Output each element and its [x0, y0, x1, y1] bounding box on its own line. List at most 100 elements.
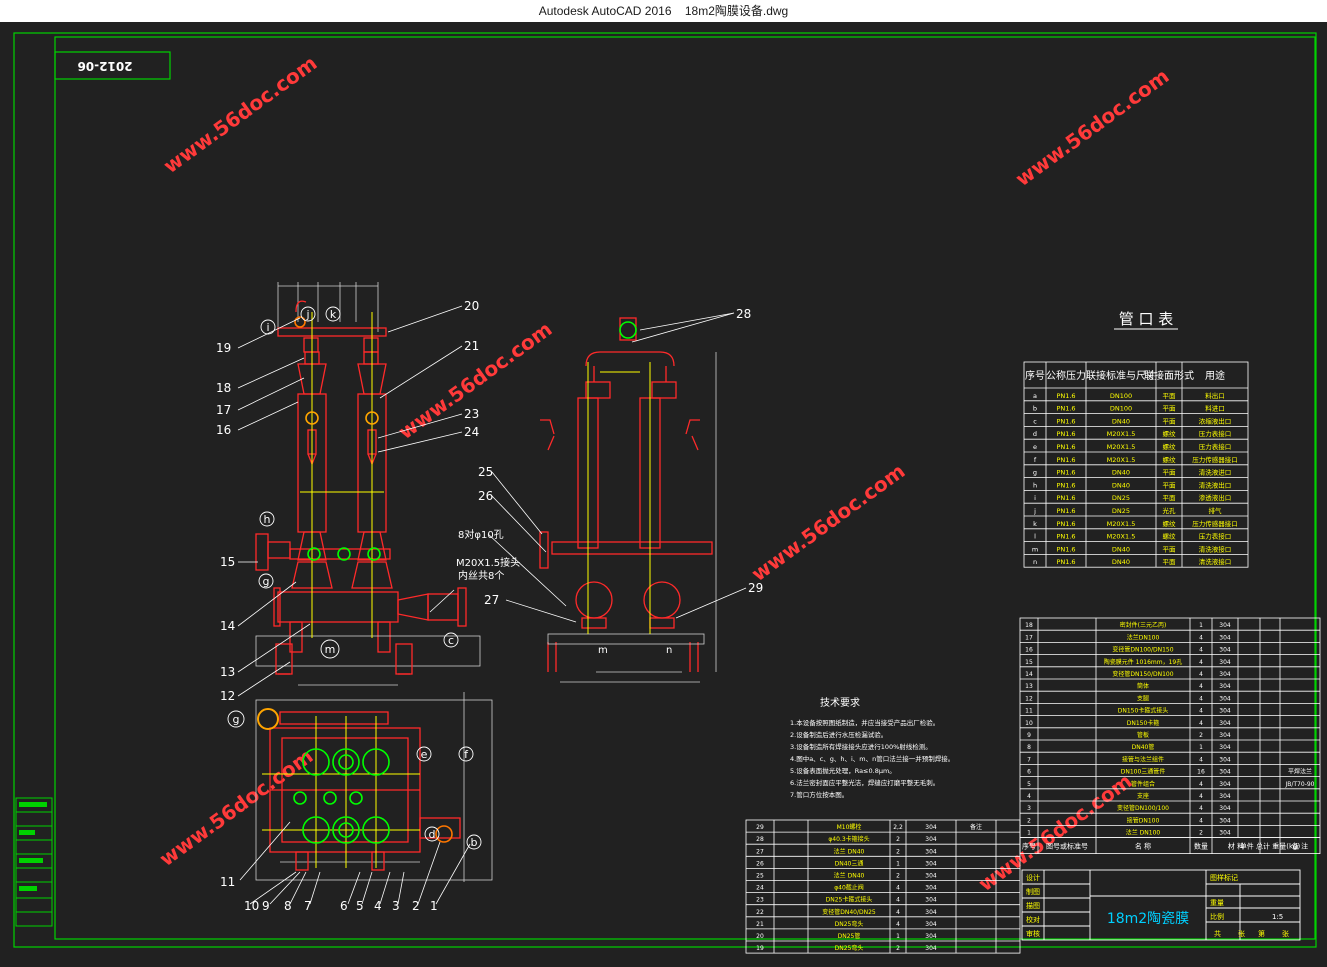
bomu-grid-cell-8-4: 304	[1219, 720, 1231, 727]
boml-grid-cell-8-3: 4	[896, 921, 900, 928]
bomu-grid-cell-7-4: 304	[1219, 708, 1231, 715]
nozzle-grid-cell-0-1: PN1.6	[1056, 392, 1075, 400]
bomu-grid-cell-13-0: 5	[1027, 781, 1031, 788]
boml-grid-cell-0-4: 304	[925, 824, 937, 831]
nozzle-grid-cell-9-3: 光孔	[1163, 506, 1177, 515]
nozzle-grid-cell-0-2: DN100	[1110, 392, 1132, 400]
balloon-11: 11	[220, 875, 235, 889]
nozzle-grid-cell-13-1: PN1.6	[1056, 558, 1075, 566]
balloon-19: 19	[216, 341, 231, 355]
nozzle-grid-cell-7-3: 平面	[1163, 481, 1177, 489]
nozzle-grid-cell-2-3: 平面	[1163, 417, 1177, 425]
boml-grid-cell-1-4: 304	[925, 836, 937, 843]
balloon-15: 15	[220, 555, 235, 569]
side-view[interactable]: 28 25 26 27 29 m n	[478, 307, 763, 683]
nozzle-grid-cell-7-1: PN1.6	[1056, 481, 1075, 489]
nozzle-grid-cell-3-1: PN1.6	[1056, 430, 1075, 438]
nozzle-grid-cell-4-4: 压力表接口	[1199, 442, 1232, 451]
nozzle-grid-cell-3-0: d	[1033, 430, 1037, 438]
front-balloons: 19 18 17 16 15 14 13 12 20 21 23 24	[216, 299, 479, 703]
nozzle-grid-cell-0-0: a	[1033, 392, 1037, 400]
tb-sheet-2: 张	[1238, 929, 1245, 938]
nozzle-grid-header-0: 序号	[1025, 369, 1045, 382]
nozzle-grid-cell-11-4: 压力表接口	[1199, 532, 1232, 541]
front-view[interactable]: 19 18 17 16 15 14 13 12 20 21 23 24 i j …	[216, 282, 520, 703]
nozzle-grid-cell-11-2: M20X1.5	[1107, 533, 1136, 541]
balloon-20: 20	[464, 299, 479, 313]
boml-grid-cell-4-3: 2	[896, 873, 900, 880]
bomu-grid-cell-8-2: DN150卡箍	[1127, 719, 1160, 727]
balloon-28: 28	[736, 307, 751, 321]
boml-grid-outline	[745, 819, 1021, 954]
boml-grid-cell-10-2: DN25弯头	[835, 944, 864, 952]
bomu-grid-cell-10-2: DN40管	[1132, 743, 1155, 751]
tb-label-weight: 重量	[1210, 899, 1224, 907]
drawing-frame	[13, 32, 1317, 948]
bomu-grid-cell-3-4: 304	[1219, 659, 1231, 666]
bomu-grid-cell-5-3: 4	[1199, 683, 1203, 690]
bomu-grid-cell-4-0: 14	[1025, 671, 1033, 678]
boml-grid-cell-7-2: 变径管DN40/DN25	[822, 908, 876, 916]
boml-grid-cell-8-4: 304	[925, 921, 937, 928]
drawing-svg[interactable]: 2012-06 www.56doc.com www.56doc.com www.…	[0, 22, 1327, 963]
nozzle-grid-cell-1-0: b	[1033, 405, 1037, 413]
bomu-grid-cell-0-0: 18	[1025, 622, 1033, 629]
nozzle-m: m	[325, 643, 336, 656]
nozzle-grid-cell-9-0: j	[1033, 507, 1036, 515]
nozzle-grid-cell-13-3: 平面	[1163, 558, 1177, 566]
nozzle-grid-cell-13-2: DN40	[1112, 558, 1130, 566]
tb-label-draw: 制图	[1026, 887, 1040, 896]
bomu-grid-cell-17-0: 1	[1027, 830, 1031, 837]
nozzle-grid-cell-10-1: PN1.6	[1056, 520, 1075, 528]
tb-label-design: 设计	[1026, 873, 1040, 882]
balloon-27: 27	[484, 593, 499, 607]
title-block: 18m2陶瓷膜 设计 制图 描图 校对 审核 图样标记 重量 比例 共 张 第 …	[1021, 869, 1301, 941]
bomu-grid-cell-1-3: 4	[1199, 634, 1203, 641]
boml-grid-cell-4-4: 304	[925, 873, 937, 880]
bom-upper-footer-4: 材 料	[1228, 842, 1244, 851]
boml-grid-cell-8-0: 21	[756, 921, 764, 928]
nozzle-i: i	[266, 321, 269, 334]
bomu-grid-cell-12-0: 6	[1027, 769, 1031, 776]
balloon-21: 21	[464, 339, 479, 353]
nozzle-grid-header-4: 用途	[1205, 369, 1225, 382]
nozzle-grid-cell-12-1: PN1.6	[1056, 545, 1075, 553]
balloon-24: 24	[464, 425, 479, 439]
nozzle-grid-cell-4-1: PN1.6	[1056, 443, 1075, 451]
drawing-canvas[interactable]: 2012-06 www.56doc.com www.56doc.com www.…	[0, 22, 1327, 963]
nozzle-grid-cell-4-3: 螺纹	[1163, 442, 1177, 451]
bomu-grid-cell-17-2: 法兰 DN100	[1126, 829, 1161, 837]
nozzle-grid-cell-4-0: e	[1033, 443, 1037, 451]
nozzle-grid-cell-1-3: 平面	[1163, 405, 1177, 413]
tb-label-scale: 比例	[1210, 912, 1224, 921]
tb-scale-value: 1:5	[1272, 913, 1283, 921]
nozzle-grid-cell-3-3: 螺纹	[1163, 429, 1177, 438]
boml-grid-cell-6-4: 304	[925, 897, 937, 904]
bomu-grid-cell-4-2: 变径管DN150/DN100	[1112, 670, 1173, 678]
nozzle-grid-cell-6-1: PN1.6	[1056, 469, 1075, 477]
boml-grid-cell-2-4: 304	[925, 848, 937, 855]
nozzle-grid-cell-10-3: 螺纹	[1163, 519, 1177, 528]
boml-grid-cell-5-0: 24	[756, 885, 764, 892]
tb-sheet-4: 张	[1282, 929, 1289, 938]
nozzle-grid-cell-13-0: n	[1033, 558, 1037, 566]
bom-upper-footer-1: 图号或标准号	[1046, 842, 1088, 851]
bomu-grid-cell-4-3: 4	[1199, 671, 1203, 678]
bomu-grid-cell-0-4: 304	[1219, 622, 1231, 629]
bomu-grid-cell-14-3: 4	[1199, 793, 1203, 800]
note-thread-2: 内丝共8个	[458, 569, 504, 582]
balloon-8: 8	[284, 899, 292, 913]
bomu-grid-cell-2-3: 4	[1199, 647, 1203, 654]
nozzle-grid-cell-9-1: PN1.6	[1056, 507, 1075, 515]
balloon-29: 29	[748, 581, 763, 595]
nozzle-grid-header-3: 联接面形式	[1144, 369, 1194, 382]
nozzle-j: j	[305, 308, 309, 321]
bomu-grid-cell-8-0: 10	[1025, 720, 1033, 727]
balloon-6: 6	[340, 899, 348, 913]
bomu-grid-cell-16-0: 2	[1027, 817, 1031, 824]
nozzle-grid-header-2: 联接标准与尺寸	[1086, 369, 1156, 382]
boml-grid-cell-9-3: 1	[896, 933, 900, 940]
plan-view[interactable]: 11 10 9 8 7 6 5 4 3 2 1 g e f d b	[220, 692, 493, 913]
bom-upper-footer-2: 名 称	[1135, 842, 1151, 851]
